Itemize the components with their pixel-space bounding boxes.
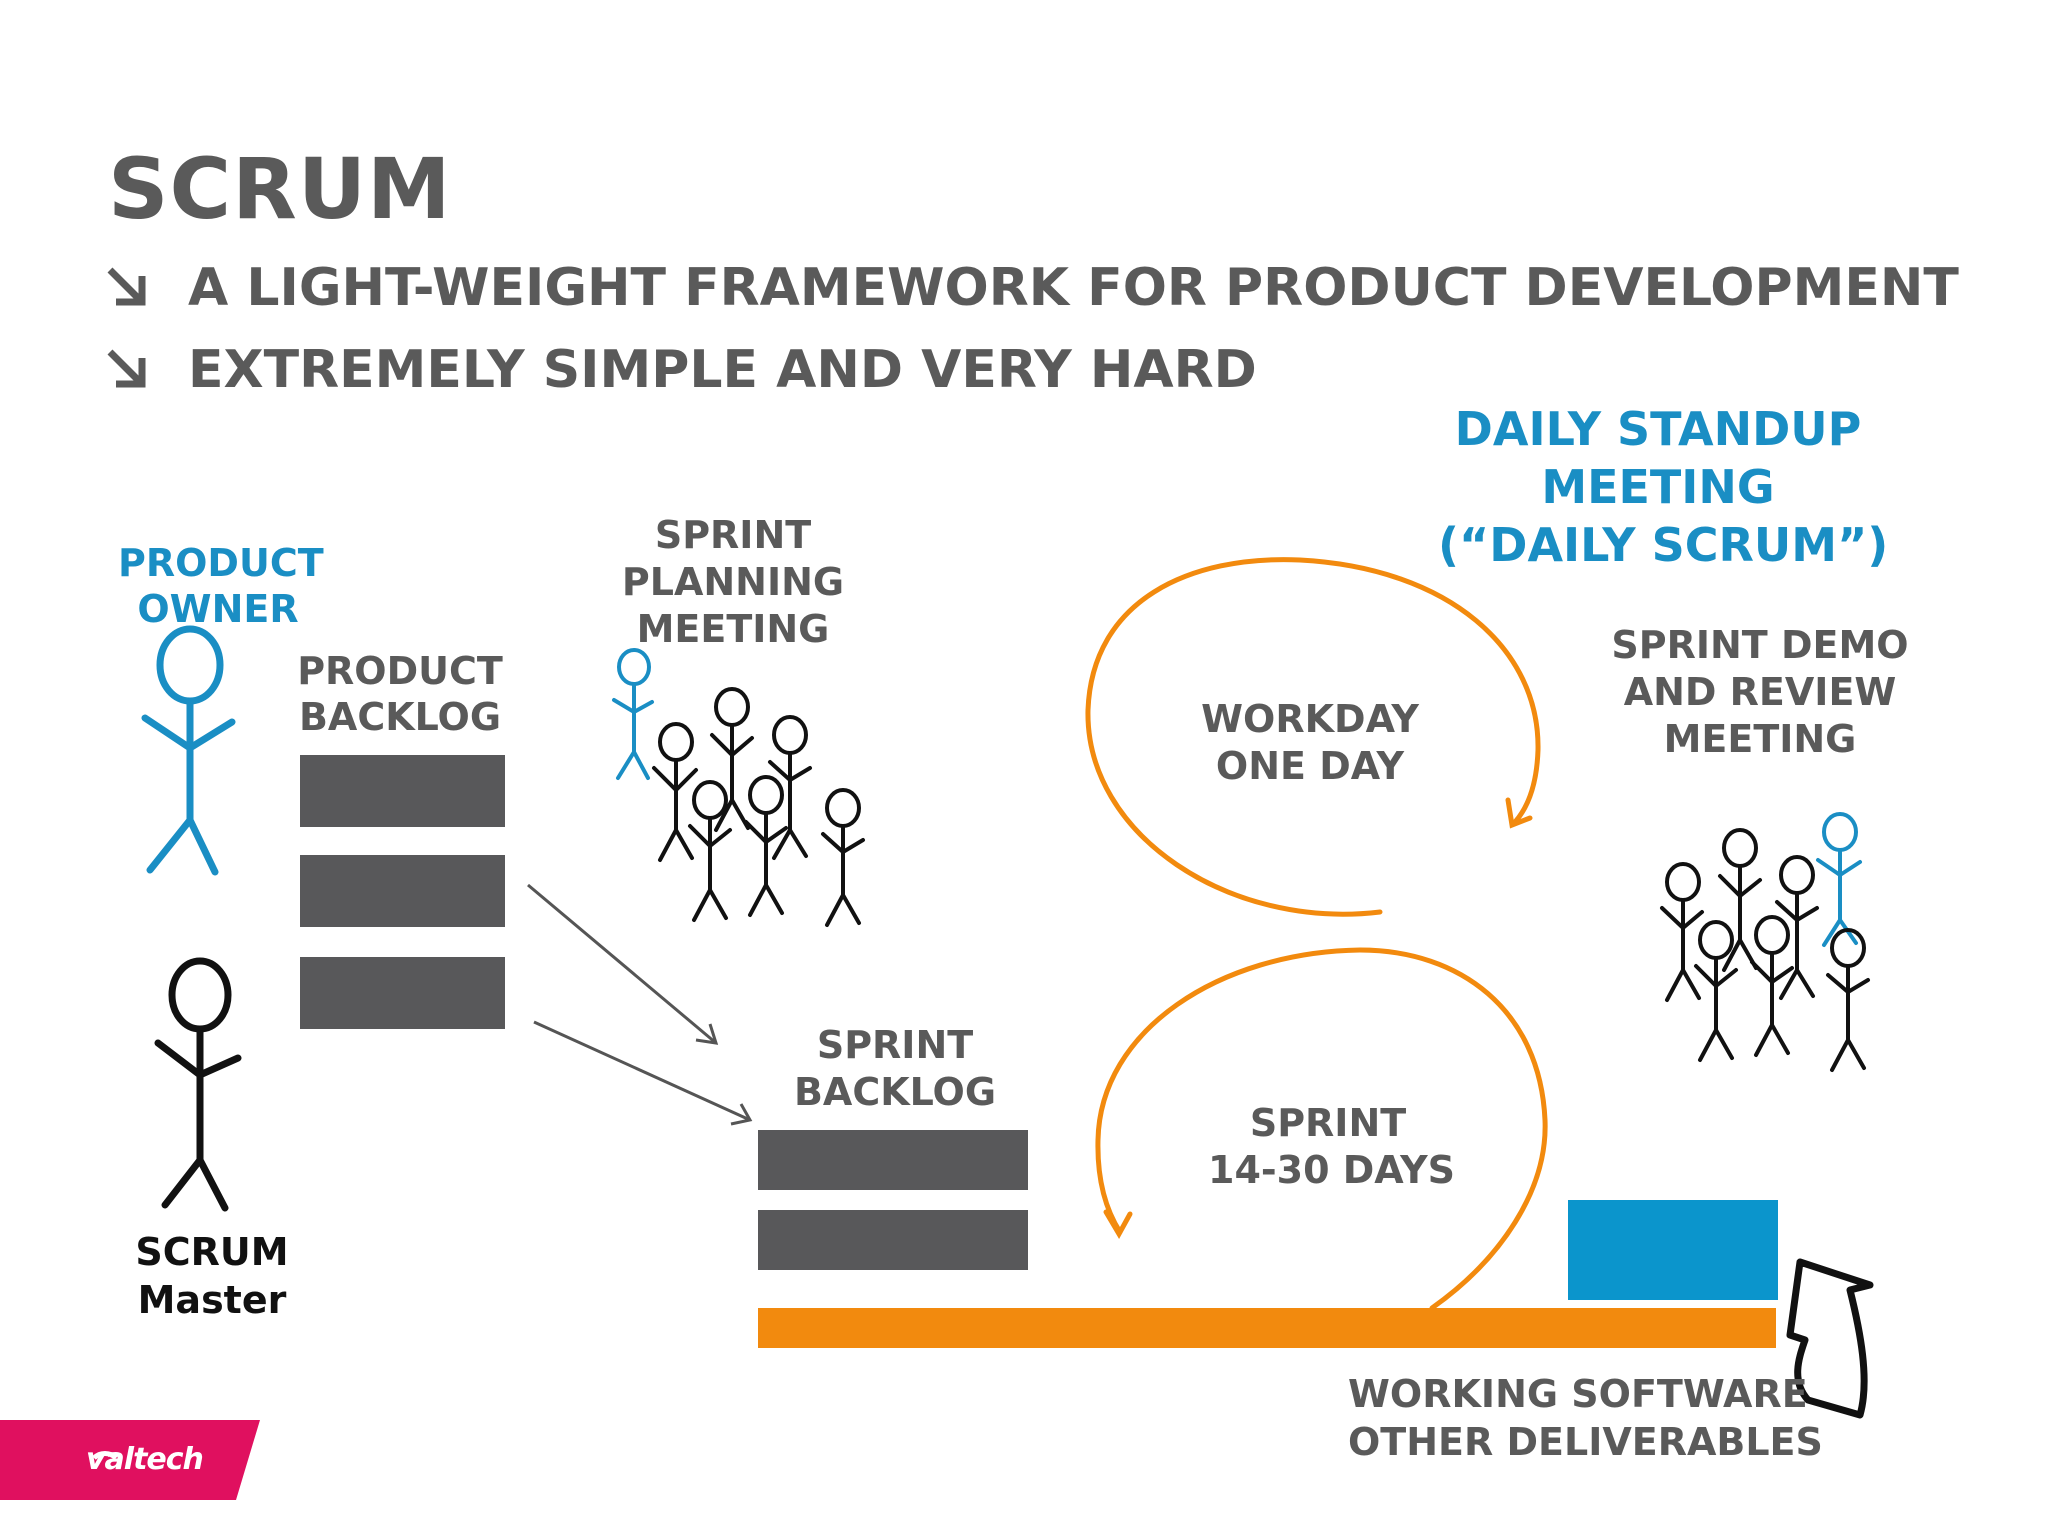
product-backlog-item <box>300 855 505 927</box>
sprint-backlog-item <box>758 1210 1028 1270</box>
product-backlog-item <box>300 957 505 1029</box>
curved-arrow-icon <box>1786 1258 1874 1419</box>
backlog-arrows <box>527 883 753 1126</box>
bullet-text: EXTREMELY SIMPLE AND VERY HARD <box>188 340 1257 400</box>
deliverable-box <box>1568 1200 1778 1300</box>
bullet-text: A LIGHT-WEIGHT FRAMEWORK FOR PRODUCT DEV… <box>188 258 1959 318</box>
product-owner-figure <box>141 625 236 876</box>
workday-label: WORKDAY ONE DAY <box>1201 697 1419 788</box>
arrow-bullet-icon <box>107 267 146 306</box>
planning-team-icon <box>612 648 865 927</box>
daily-standup-label: DAILY STANDUP MEETING (“DAILY SCRUM”) <box>1438 402 1889 572</box>
slide-title: SCRUM <box>108 140 452 238</box>
sprint-backlog-item <box>758 1130 1028 1190</box>
sprint-label: SPRINT 14-30 DAYS <box>1208 1101 1455 1192</box>
scrum-master-label: SCRUM Master <box>135 1230 289 1322</box>
sprint-backlog-label: SPRINT BACKLOG <box>793 1023 997 1114</box>
working-software-label: WORKING SOFTWARE OTHER DELIVERABLES <box>1348 1372 1823 1464</box>
product-backlog-label: PRODUCT BACKLOG <box>297 649 503 739</box>
arrow-bullet-icon <box>107 349 146 388</box>
sprint-demo-label: SPRINT DEMO AND REVIEW MEETING <box>1611 623 1909 761</box>
brand-logo-text: valtech <box>86 1442 204 1477</box>
workday-cycle-arrow-icon <box>1085 557 1541 917</box>
demo-team-icon <box>1660 812 1870 1072</box>
valtech-logo <box>0 1420 260 1500</box>
product-backlog-item <box>300 755 505 827</box>
product-owner-label: PRODUCT OWNER <box>118 541 324 631</box>
sprint-cycle-arrow-icon <box>1095 947 1548 1311</box>
sprint-timeline-bar <box>758 1308 1776 1348</box>
scrum-master-figure <box>154 957 242 1212</box>
sprint-planning-label: SPRINT PLANNING MEETING <box>621 513 845 651</box>
